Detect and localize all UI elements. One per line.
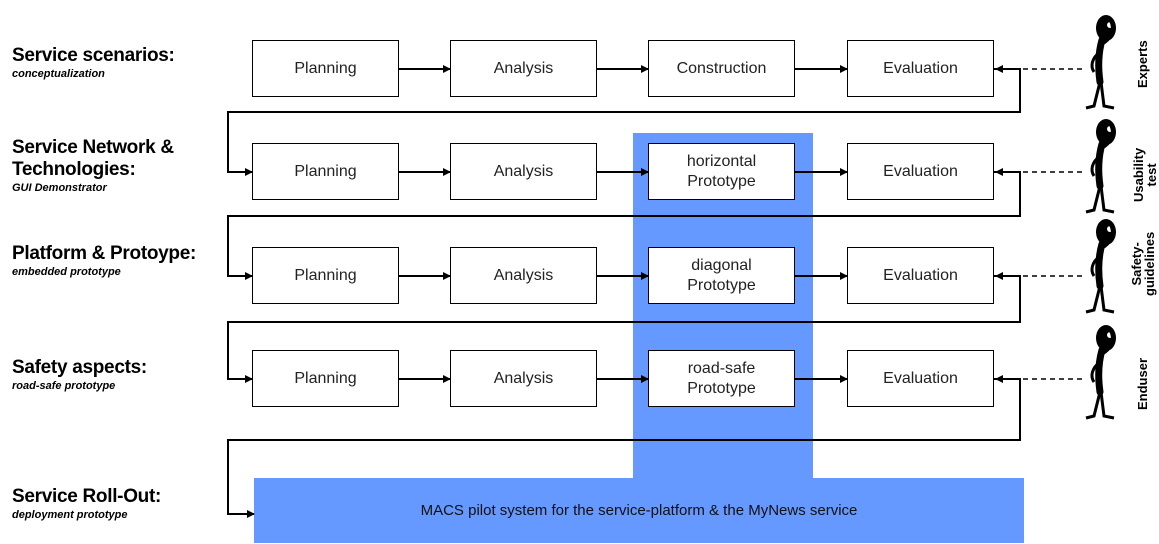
step-prototype-4: road-safe Prototype (648, 350, 795, 407)
step-construction-1: Construction (648, 40, 795, 97)
step-label: diagonal Prototype (687, 256, 756, 294)
step-label: Evaluation (883, 59, 958, 77)
step-evaluation-2: Evaluation (847, 143, 994, 200)
step-label: Analysis (493, 266, 554, 284)
row-label-safety: Safety aspects: road-safe prototype (12, 357, 147, 393)
row-title: Service Network & Technologies: (12, 137, 174, 180)
thinking-person-icon (1085, 325, 1116, 420)
step-label: Analysis (493, 162, 554, 180)
row-subtitle: conceptualization (12, 68, 105, 80)
row-subtitle: embedded prototype (12, 266, 121, 278)
role-line: test (1144, 163, 1159, 187)
step-label: horizontal Prototype (686, 152, 757, 190)
step-label: road-safe Prototype (687, 359, 756, 397)
step-label: Analysis (493, 59, 554, 77)
row-title: Service scenarios: (12, 45, 175, 66)
row-subtitle: road-safe prototype (12, 380, 116, 392)
step-label: Evaluation (883, 162, 958, 180)
step-label: Evaluation (883, 369, 958, 387)
step-evaluation-1: Evaluation (847, 40, 994, 97)
row-subtitle: GUI Demonstrator (12, 182, 107, 194)
rollout-box: MACS pilot system for the service-platfo… (254, 478, 1024, 543)
row-label-platform: Platform & Protoype: embedded prototype (12, 243, 196, 279)
step-planning-1: Planning (252, 40, 399, 97)
role-label-usability: Usability test (1131, 148, 1159, 202)
role-label-enduser: Enduser (1135, 357, 1150, 410)
step-analysis-4: Analysis (450, 350, 597, 407)
row-title: Safety aspects: (12, 357, 147, 378)
row-title: Service Roll-Out: (12, 486, 162, 507)
step-label: Planning (294, 59, 357, 77)
rollout-text: MACS pilot system for the service-platfo… (420, 502, 858, 519)
row-label-network: Service Network & Technologies: GUI Demo… (12, 137, 174, 195)
thinking-person-icon (1085, 119, 1116, 214)
step-label: Planning (294, 369, 357, 387)
step-prototype-2: horizontal Prototype (648, 143, 795, 200)
step-label: Analysis (493, 369, 554, 387)
step-planning-2: Planning (252, 143, 399, 200)
row-label-rollout: Service Roll-Out: deployment prototype (12, 486, 161, 522)
row-subtitle: deployment prototype (12, 509, 128, 521)
step-evaluation-4: Evaluation (847, 350, 994, 407)
row-label-scenarios: Service scenarios: conceptualization (12, 45, 175, 81)
step-label: Construction (676, 59, 767, 77)
thinking-person-icon (1085, 15, 1116, 110)
step-analysis-1: Analysis (450, 40, 597, 97)
role-line: Experts (1135, 40, 1150, 88)
step-planning-3: Planning (252, 247, 399, 304)
step-label: Planning (294, 162, 357, 180)
row-title: Platform & Protoype: (12, 243, 197, 264)
role-line: guidelines (1142, 231, 1157, 296)
step-label: Planning (294, 266, 357, 284)
step-evaluation-3: Evaluation (847, 247, 994, 304)
step-analysis-2: Analysis (450, 143, 597, 200)
step-label: Evaluation (883, 266, 958, 284)
step-prototype-3: diagonal Prototype (648, 247, 795, 304)
step-planning-4: Planning (252, 350, 399, 407)
step-analysis-3: Analysis (450, 247, 597, 304)
role-label-safety: Safety- guidelines (1129, 231, 1157, 296)
role-label-experts: Experts (1135, 40, 1150, 88)
thinking-person-icon (1085, 219, 1116, 314)
role-line: Enduser (1135, 357, 1150, 410)
